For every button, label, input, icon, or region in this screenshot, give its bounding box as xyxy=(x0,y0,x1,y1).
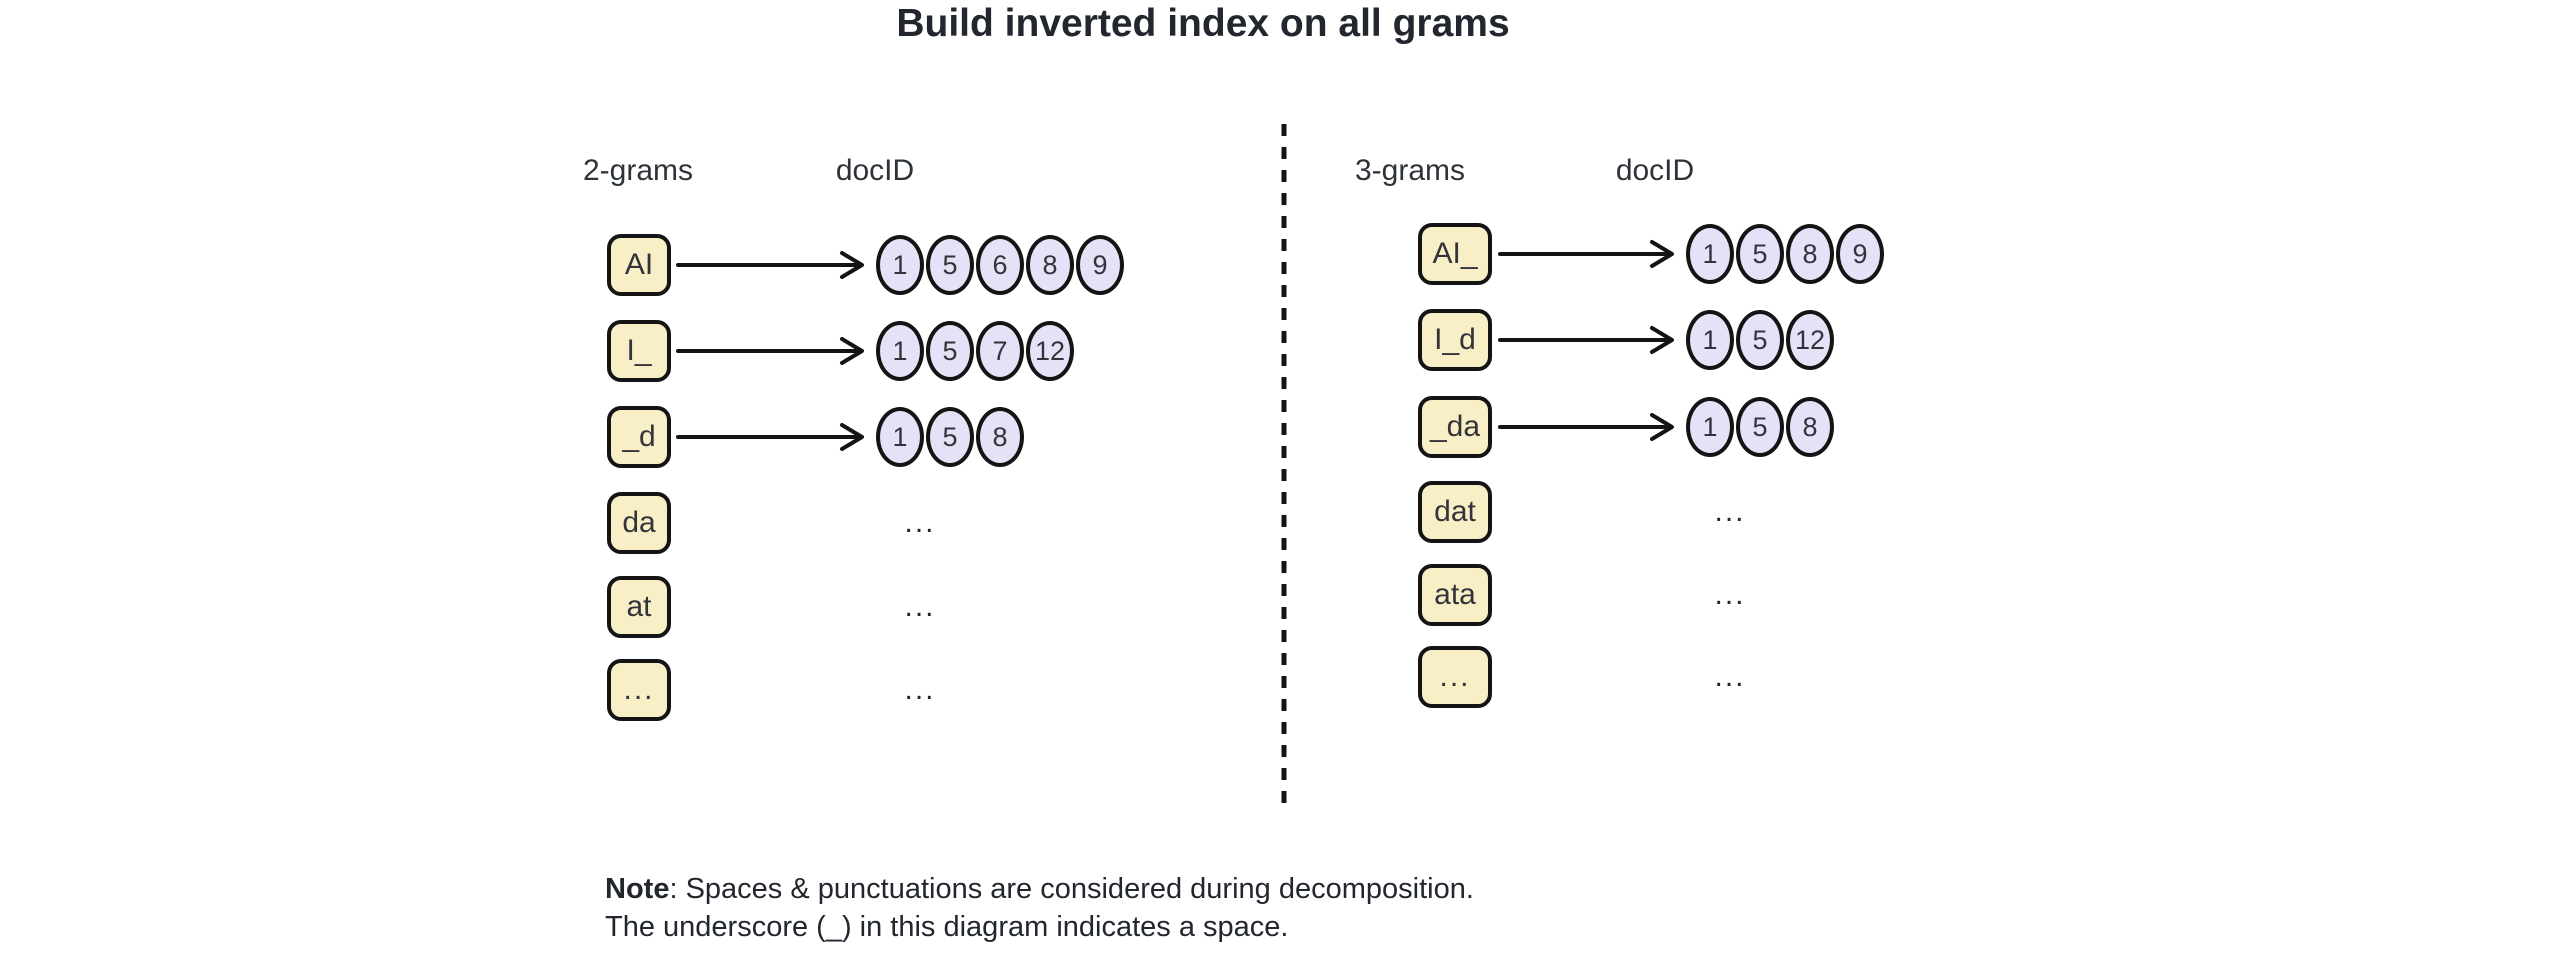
note-line-1: Note: Spaces & punctuations are consider… xyxy=(605,870,1474,908)
docid-circle-2-grams-row1-6: 6 xyxy=(976,235,1024,295)
docid-ellipsis-2-grams-row5: ... xyxy=(904,590,936,623)
docid-circle-2-grams-row1-8: 8 xyxy=(1026,235,1074,295)
gram-box-3-grams-row1: AI_ xyxy=(1418,223,1492,285)
docid-circle-2-grams-row1-5: 5 xyxy=(926,235,974,295)
gram-box-2-grams-row5: at xyxy=(607,576,671,638)
gram-box-3-grams-row2: I_d xyxy=(1418,309,1492,371)
note-line-2: The underscore (_) in this diagram indic… xyxy=(605,911,1289,943)
page-title: Build inverted index on all grams xyxy=(896,2,1510,45)
gram-box-3-grams-row5: ata xyxy=(1418,564,1492,626)
docid-circle-3-grams-row2-12: 12 xyxy=(1786,310,1834,370)
docid-circle-2-grams-row1-9: 9 xyxy=(1076,235,1124,295)
arrow-head-2-grams-row2 xyxy=(840,337,864,365)
docid-circle-2-grams-row3-5: 5 xyxy=(926,407,974,467)
arrow-head-2-grams-row1 xyxy=(840,251,864,279)
docid-column-header-2-grams: docID xyxy=(835,154,915,187)
gram-box-2-grams-row2: I_ xyxy=(607,320,671,382)
gram-box-2-grams-row1: AI xyxy=(607,234,671,296)
arrow-head-3-grams-row2 xyxy=(1650,326,1674,354)
docid-circle-2-grams-row3-1: 1 xyxy=(876,407,924,467)
docid-circle-3-grams-row2-1: 1 xyxy=(1686,310,1734,370)
docid-ellipsis-2-grams-row4: ... xyxy=(904,506,936,539)
docid-circle-3-grams-row3-1: 1 xyxy=(1686,397,1734,457)
docid-circle-3-grams-row2-5: 5 xyxy=(1736,310,1784,370)
docid-ellipsis-3-grams-row4: ... xyxy=(1714,495,1746,528)
note-line-1-rest: : Spaces & punctuations are considered d… xyxy=(669,873,1474,905)
docid-circle-3-grams-row3-5: 5 xyxy=(1736,397,1784,457)
docid-circle-2-grams-row2-7: 7 xyxy=(976,321,1024,381)
docid-column-header-3-grams: docID xyxy=(1615,154,1695,187)
gram-box-2-grams-row3: _d xyxy=(607,406,671,468)
note-text: Note: Spaces & punctuations are consider… xyxy=(605,870,1474,946)
arrow-head-2-grams-row3 xyxy=(840,423,864,451)
docid-ellipsis-3-grams-row5: ... xyxy=(1714,578,1746,611)
docid-ellipsis-2-grams-row6: ... xyxy=(904,673,936,706)
docid-circle-2-grams-row1-1: 1 xyxy=(876,235,924,295)
docid-circle-3-grams-row1-1: 1 xyxy=(1686,224,1734,284)
docid-circle-2-grams-row3-8: 8 xyxy=(976,407,1024,467)
docid-circle-2-grams-row2-5: 5 xyxy=(926,321,974,381)
gram-box-2-grams-row6: ... xyxy=(607,659,671,721)
gram-box-3-grams-row4: dat xyxy=(1418,481,1492,543)
gram-box-3-grams-row3: _da xyxy=(1418,396,1492,458)
docid-circle-2-grams-row2-12: 12 xyxy=(1026,321,1074,381)
gram-column-header-3-grams: 3-grams xyxy=(1354,154,1466,187)
docid-circle-3-grams-row3-8: 8 xyxy=(1786,397,1834,457)
arrow-head-3-grams-row3 xyxy=(1650,413,1674,441)
gram-box-3-grams-row6: ... xyxy=(1418,646,1492,708)
docid-ellipsis-3-grams-row6: ... xyxy=(1714,660,1746,693)
note-label: Note xyxy=(605,873,670,905)
gram-box-2-grams-row4: da xyxy=(607,492,671,554)
arrow-head-3-grams-row1 xyxy=(1650,240,1674,268)
docid-circle-2-grams-row2-1: 1 xyxy=(876,321,924,381)
gram-column-header-2-grams: 2-grams xyxy=(582,154,694,187)
docid-circle-3-grams-row1-5: 5 xyxy=(1736,224,1784,284)
docid-circle-3-grams-row1-8: 8 xyxy=(1786,224,1834,284)
docid-circle-3-grams-row1-9: 9 xyxy=(1836,224,1884,284)
